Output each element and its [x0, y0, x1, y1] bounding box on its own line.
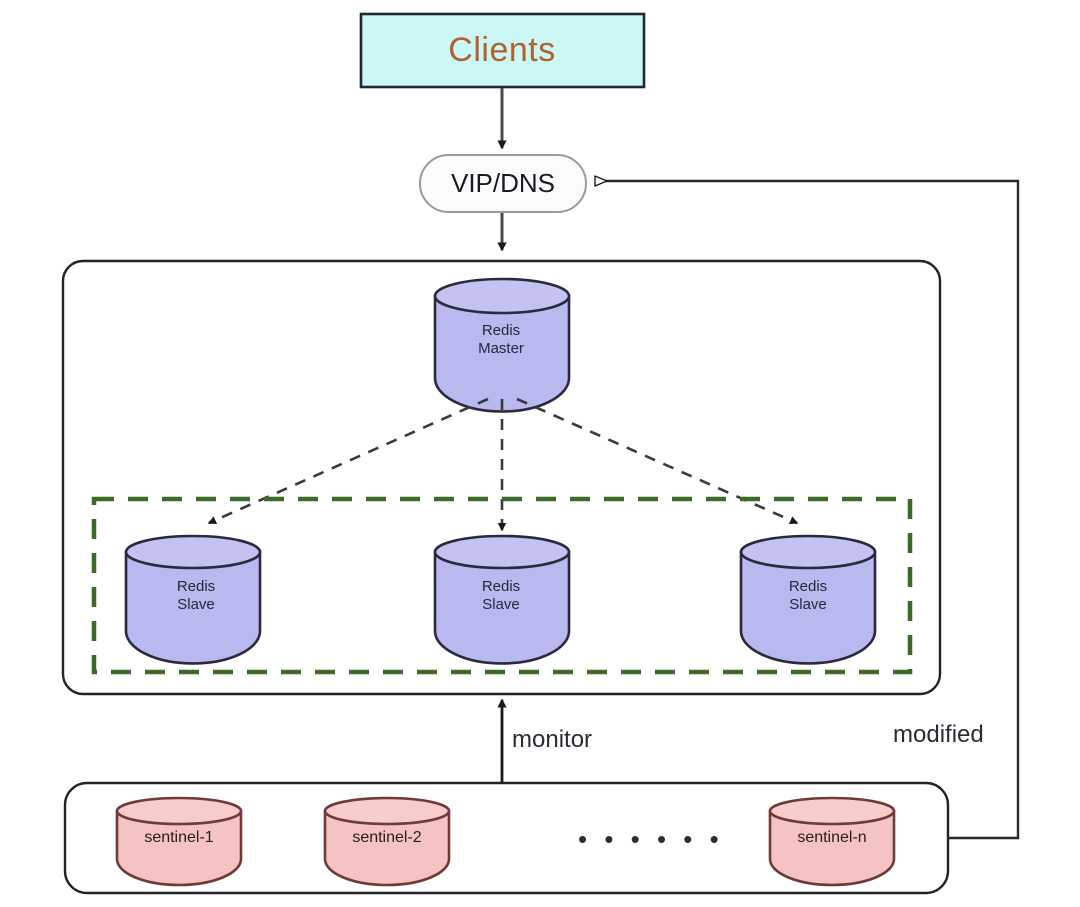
redis-master-node [433, 277, 571, 413]
clients-box [359, 12, 646, 89]
vip-dns-box [419, 154, 587, 213]
sentinel-node-2 [323, 796, 451, 887]
redis-slave-node-1 [124, 534, 262, 665]
sentinel-node-n [768, 796, 896, 887]
redis-slave-node-3 [739, 534, 877, 665]
redis-group-box [61, 259, 942, 696]
edge-modified [594, 175, 1020, 840]
redis-slave-node-2 [433, 534, 571, 665]
edge-master-to-slave-1 [207, 397, 489, 525]
edge-master-to-slave-3 [516, 397, 799, 525]
sentinel-node-1 [115, 796, 243, 887]
redis-slaves-group-box [91, 496, 913, 675]
